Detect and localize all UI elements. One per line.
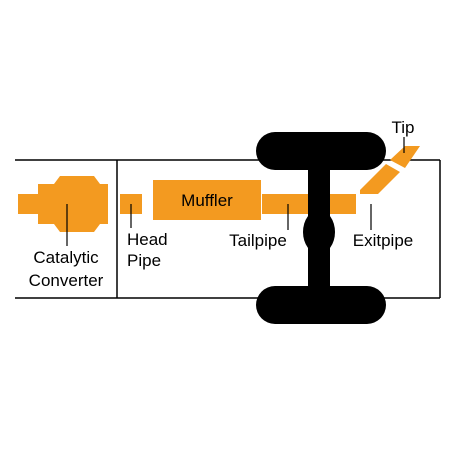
- rear-axle-assembly: [256, 132, 386, 324]
- muffler: [153, 180, 261, 220]
- exitpipe: [360, 164, 400, 194]
- label-catalytic-converter-line1: Catalytic: [33, 248, 99, 267]
- rear-wheel-top: [256, 132, 386, 170]
- label-tailpipe: Tailpipe: [229, 231, 287, 250]
- label-head-pipe-line2: Pipe: [127, 251, 161, 270]
- label-tip: Tip: [392, 118, 415, 137]
- label-catalytic-converter-line2: Converter: [29, 271, 104, 290]
- component-labels: Catalytic Converter Head Pipe Muffler Ta…: [29, 118, 415, 290]
- catalytic-converter: [38, 176, 108, 232]
- differential: [303, 210, 335, 254]
- label-head-pipe-line1: Head: [127, 230, 168, 249]
- leader-lines: [66, 137, 405, 246]
- exhaust-tip: [390, 146, 420, 168]
- label-muffler: Muffler: [181, 191, 233, 210]
- tailpipe-front-segment: [262, 194, 308, 214]
- label-exitpipe: Exitpipe: [353, 231, 413, 250]
- tailpipe-rear-segment: [330, 194, 356, 214]
